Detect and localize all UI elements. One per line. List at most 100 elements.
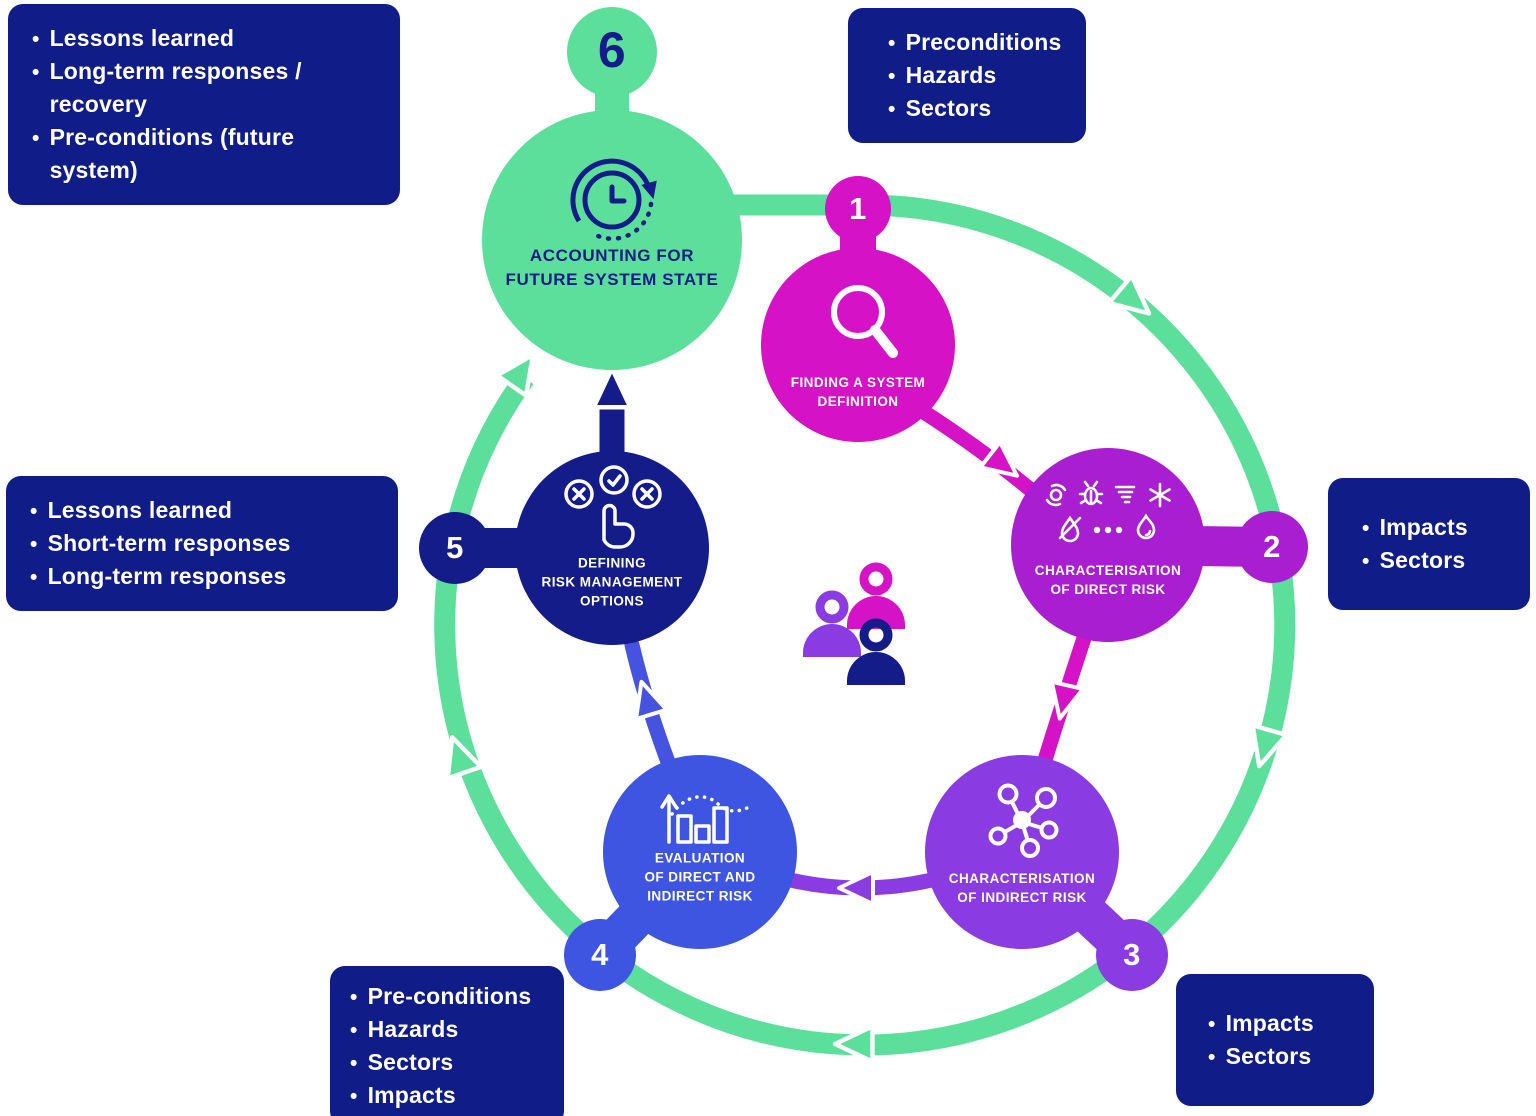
callout-item: • Impacts xyxy=(350,1079,544,1112)
callout-item: • Pre-conditions (future system) xyxy=(32,121,376,187)
callout-item: • Impacts xyxy=(1208,1007,1350,1040)
node-6-blob xyxy=(482,7,742,370)
node-1-blob xyxy=(761,176,955,442)
node-5-label: DEFINING RISK MANAGEMENT OPTIONS xyxy=(541,555,683,609)
callout-item: • Sectors xyxy=(350,1046,544,1079)
bullet-icon: • xyxy=(1208,1012,1216,1036)
magnifier-icon xyxy=(831,285,898,358)
callout-left: • Lessons learned • Short-term responses •… xyxy=(6,476,398,612)
bullet-icon: • xyxy=(350,986,358,1009)
drought-droplet-icon xyxy=(1058,515,1082,543)
flame-icon xyxy=(1136,513,1156,540)
bullet-icon: • xyxy=(350,1052,358,1076)
bar-chart-icon xyxy=(660,794,749,844)
arrow-5-6-head-icon xyxy=(594,368,631,407)
person-icon xyxy=(847,562,905,629)
cyclone-icon xyxy=(1045,483,1067,507)
tornado-icon xyxy=(1114,485,1136,504)
bullet-icon: • xyxy=(30,500,38,523)
callout-item: • Sectors xyxy=(1208,1040,1350,1073)
node-6-number: 6 xyxy=(597,22,627,78)
callout-right: • Impacts • Sectors xyxy=(1328,478,1530,610)
callout-text: Impacts xyxy=(367,1082,456,1109)
person-icon xyxy=(803,590,861,657)
node-5-number: 5 xyxy=(446,530,464,565)
callout-item: • Lessons learned xyxy=(32,22,376,55)
callout-item: • Long-term responses xyxy=(30,560,374,593)
callout-text: Hazards xyxy=(367,1016,459,1043)
callout-text: Hazards xyxy=(905,62,997,89)
bullet-icon: • xyxy=(32,126,40,150)
callout-text: Lessons learned xyxy=(47,497,233,523)
node-3-number: 3 xyxy=(1123,937,1141,972)
node-4-label: EVALUATION OF DIRECT AND INDIRECT RISK xyxy=(644,850,756,904)
callout-text: Long-term responses xyxy=(47,563,287,590)
callout-text: Impacts xyxy=(1379,513,1468,540)
team-people-icon xyxy=(803,562,905,685)
callout-text: Impacts xyxy=(1225,1009,1314,1036)
callout-bottom-right: • Impacts • Sectors xyxy=(1176,974,1374,1106)
arrow-3-4-head-icon xyxy=(837,870,875,906)
node-1-number: 1 xyxy=(849,191,867,226)
callout-item: • Hazards xyxy=(888,59,1062,92)
callout-item: • Sectors xyxy=(1362,544,1506,577)
callout-top-center: • Preconditions • Hazards • Sectors xyxy=(848,8,1086,144)
callout-text: Sectors xyxy=(1225,1043,1312,1069)
callout-text: Long-term responses / recovery xyxy=(49,58,302,117)
bug-icon xyxy=(1078,480,1104,506)
arrow-1-2 xyxy=(897,392,1053,510)
callout-item: • Sectors xyxy=(888,92,1062,125)
hazard-symbols-icon xyxy=(1045,480,1171,543)
callout-text: Sectors xyxy=(367,1049,454,1076)
arrow-2-3-head-icon xyxy=(1042,679,1085,725)
callout-text: Preconditions xyxy=(905,29,1062,55)
node-5-blob xyxy=(419,451,709,645)
callout-top-left: • Lessons learned • Long-term responses / … xyxy=(8,4,400,205)
bullet-icon: • xyxy=(1208,1046,1216,1069)
ellipsis-dots-icon xyxy=(1093,526,1123,534)
callout-bottom-center: • Pre-conditions • Hazards • Sectors • Impac… xyxy=(330,966,564,1116)
bullet-icon: • xyxy=(32,28,40,51)
snowflake-icon xyxy=(1149,482,1171,508)
node-2-number: 2 xyxy=(1263,529,1281,564)
cycle-ring xyxy=(436,194,1296,1062)
bullet-icon: • xyxy=(30,533,38,557)
bullet-icon: • xyxy=(350,1019,358,1043)
callout-item: • Hazards xyxy=(350,1013,544,1046)
callout-item: • Preconditions xyxy=(888,26,1062,59)
person-icon xyxy=(847,618,905,685)
node-2-label: CHARACTERISATION OF DIRECT RISK xyxy=(1034,562,1182,597)
cycle-arrow-icon xyxy=(835,1026,872,1061)
bullet-icon: • xyxy=(30,566,38,590)
bullet-icon: • xyxy=(888,98,896,122)
callout-item: • Short-term responses xyxy=(30,527,374,560)
network-icon xyxy=(988,783,1059,858)
callout-item: • Impacts xyxy=(1362,511,1506,544)
node-2-blob xyxy=(1011,448,1308,642)
cycle-arrow-icon xyxy=(497,345,547,396)
bullet-icon: • xyxy=(888,32,896,55)
callout-item: • Long-term responses / recovery xyxy=(32,55,376,121)
callout-text: Pre-conditions (future system) xyxy=(49,123,295,183)
callout-text: Short-term responses xyxy=(47,530,291,557)
node-3-label: CHARACTERISATION OF INDIRECT RISK xyxy=(948,870,1096,905)
callout-text: Pre-conditions xyxy=(367,983,532,1009)
node-4-number: 4 xyxy=(591,937,609,972)
node-1-label: FINDING A SYSTEM DEFINITION xyxy=(790,374,926,409)
clock-cycle-icon xyxy=(570,158,662,241)
bullet-icon: • xyxy=(350,1085,358,1109)
node-6-label: ACCOUNTING FOR FUTURE SYSTEM STATE xyxy=(505,245,719,289)
bullet-icon: • xyxy=(32,61,40,85)
callout-item: • Lessons learned xyxy=(30,494,374,527)
callout-text: Sectors xyxy=(905,95,992,122)
bullet-icon: • xyxy=(1362,550,1370,573)
node-4-blob xyxy=(564,755,797,991)
callout-text: Lessons learned xyxy=(49,25,235,51)
callout-text: Sectors xyxy=(1379,547,1466,573)
bullet-icon: • xyxy=(888,65,896,89)
bullet-icon: • xyxy=(1362,516,1370,540)
callout-item: • Pre-conditions xyxy=(350,980,544,1013)
select-options-hand-icon xyxy=(564,465,662,549)
